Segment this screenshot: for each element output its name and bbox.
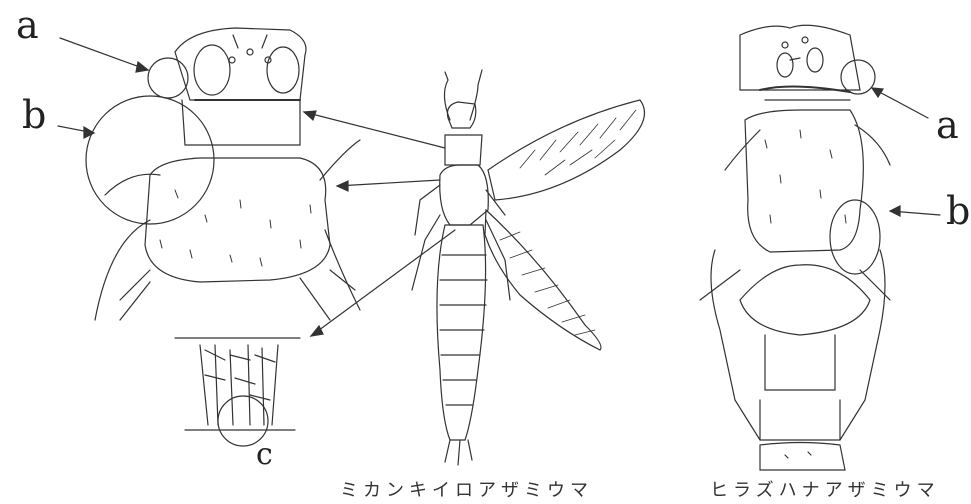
left-label-arrows bbox=[58, 38, 148, 138]
right-head-pronotum-closeup bbox=[700, 25, 890, 470]
label-b-left: b bbox=[22, 96, 46, 134]
label-a-left: a bbox=[16, 6, 39, 44]
left-circle-a bbox=[148, 58, 188, 98]
left-circle-b bbox=[86, 96, 214, 224]
right-label-arrows bbox=[872, 88, 940, 216]
whole-thrips-figure bbox=[412, 70, 645, 465]
left-head-pronotum-closeup bbox=[95, 28, 360, 320]
caption-left-species: ミカンキイロアザミウマ bbox=[340, 476, 593, 502]
label-b-right: b bbox=[946, 192, 970, 230]
caption-right-species: ヒラズハナアザミウマ bbox=[710, 476, 940, 502]
label-a-right: a bbox=[936, 106, 959, 144]
right-circle-b bbox=[830, 200, 880, 274]
left-abdomen-closeup bbox=[175, 338, 300, 446]
label-c-left: c bbox=[256, 440, 273, 470]
pointer-arrows-left bbox=[304, 111, 455, 336]
